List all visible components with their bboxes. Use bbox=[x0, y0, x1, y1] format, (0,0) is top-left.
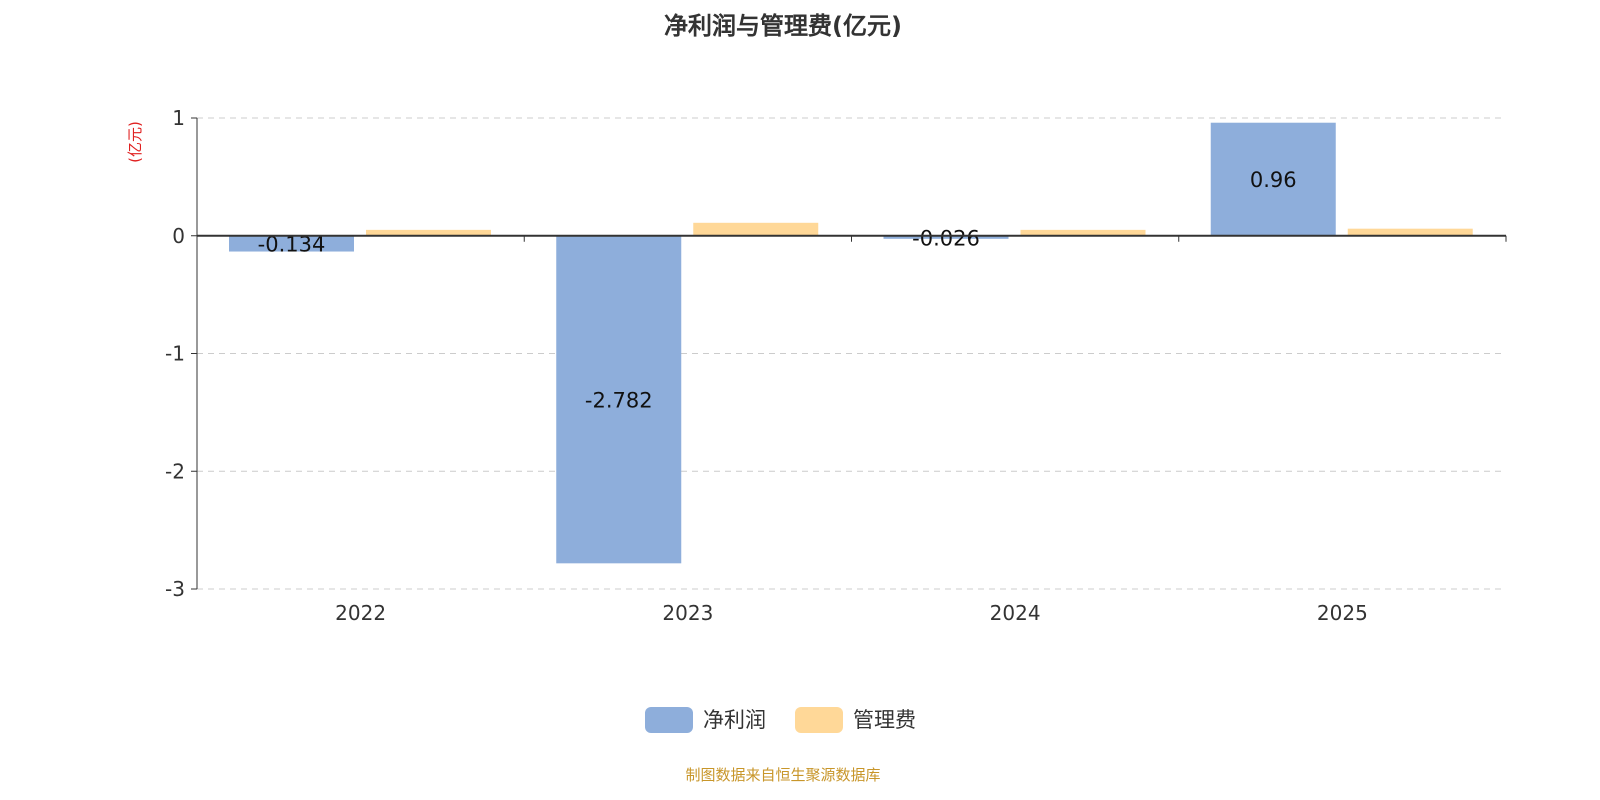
y-tick-label: 1 bbox=[172, 106, 185, 130]
y-tick-label: -3 bbox=[165, 577, 185, 601]
bar-admin-fee bbox=[1020, 229, 1146, 236]
bar-net-profit bbox=[556, 235, 682, 564]
y-tick-label: -2 bbox=[165, 459, 185, 483]
bar-net-profit bbox=[883, 235, 1009, 239]
legend-swatch bbox=[795, 707, 843, 733]
data-label: -2.782 bbox=[585, 389, 653, 413]
legend-swatch bbox=[645, 707, 693, 733]
legend-label: 管理费 bbox=[853, 708, 916, 732]
y-tick-label: 0 bbox=[172, 224, 185, 248]
bar-net-profit bbox=[229, 235, 354, 252]
legend-label: 净利润 bbox=[703, 708, 766, 732]
x-tick-label: 2024 bbox=[990, 601, 1041, 625]
y-tick-label: -1 bbox=[165, 342, 185, 366]
chart-title: 净利润与管理费(亿元) bbox=[664, 12, 902, 40]
source-note: 制图数据来自恒生聚源数据库 bbox=[685, 766, 881, 784]
y-axis-label: (亿元) bbox=[126, 121, 144, 163]
x-tick-label: 2023 bbox=[662, 601, 713, 625]
x-tick-label: 2025 bbox=[1317, 601, 1368, 625]
bar-admin-fee bbox=[1347, 228, 1473, 236]
bar-admin-fee bbox=[366, 229, 491, 236]
bar-net-profit bbox=[1210, 122, 1336, 236]
bar-admin-fee bbox=[693, 222, 819, 236]
data-label: 0.96 bbox=[1250, 168, 1297, 192]
x-tick-label: 2022 bbox=[335, 601, 386, 625]
data-label: -0.026 bbox=[912, 226, 980, 250]
